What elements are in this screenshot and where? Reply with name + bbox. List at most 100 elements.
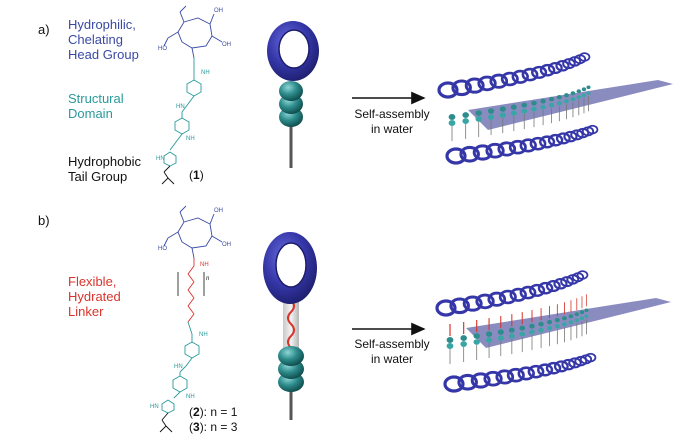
ring-a-hole	[278, 29, 310, 69]
fiber-ring	[435, 299, 457, 317]
fiber-bead	[531, 106, 537, 112]
fiber-bead	[497, 329, 504, 335]
fiber-ring	[437, 81, 459, 99]
fiber-bead	[554, 318, 560, 323]
compound-1-label: (1)	[189, 168, 204, 182]
linker-label: Flexible, Hydrated Linker	[68, 274, 121, 319]
fiber-bead	[538, 321, 544, 327]
fiber-ring	[586, 124, 599, 135]
fiber-ring	[508, 139, 527, 155]
paren-open: (	[189, 168, 193, 182]
fiber-ring	[495, 369, 515, 385]
oh-label-b2: OH	[222, 242, 231, 248]
ring-b-hole	[275, 242, 307, 288]
fiber-ring	[584, 352, 597, 363]
fiber-ring	[485, 142, 505, 159]
fiber-bead	[564, 93, 569, 98]
fiber-ring	[545, 361, 562, 375]
peg-linker	[187, 258, 195, 323]
fiber-ring	[578, 52, 591, 62]
fiber-ring	[483, 370, 503, 387]
aromatic-domain-a	[163, 58, 202, 167]
fiber-bead	[499, 106, 506, 112]
fiber-bead	[562, 316, 567, 321]
fiber-ring	[527, 364, 545, 379]
fiber-bead	[581, 87, 587, 92]
fiber-bead	[548, 102, 555, 108]
fiber-top-band	[466, 298, 671, 348]
fiber-bead	[497, 335, 504, 341]
fiber-bead	[460, 335, 467, 341]
paren-open: (	[189, 405, 193, 419]
fiber-bead	[546, 319, 553, 325]
fiber-ring	[472, 144, 493, 161]
arrow-a-label-line-1: Self-assembly	[354, 107, 430, 121]
fiber-bead	[462, 112, 469, 118]
panel-b-letter: b)	[38, 213, 50, 228]
fiber-bead	[531, 100, 537, 106]
fiber-bead	[574, 318, 580, 323]
fiber-ring	[500, 71, 519, 87]
fiber-ring	[529, 136, 547, 151]
arrow-b-label-line-1: Self-assembly	[354, 337, 430, 351]
fiber-ring	[519, 285, 537, 300]
tail-group-label: Hydrophobic Tail Group	[68, 154, 141, 184]
fiber-bead	[568, 314, 574, 319]
fiber-bead	[487, 114, 495, 120]
paren-open: (	[189, 420, 193, 434]
panel-a-letter: a)	[38, 22, 50, 37]
oh-label-b1: OH	[214, 208, 223, 214]
tail-line-1: Hydrophobic	[68, 154, 141, 169]
fiber-bead	[529, 323, 535, 329]
structure-2-3: OH OH HO NH n	[150, 205, 231, 433]
fiber-bead	[510, 104, 517, 110]
tail-a	[161, 165, 175, 185]
fiber-ring	[531, 65, 548, 79]
fiber-ring	[511, 69, 529, 84]
fiber-ring	[489, 73, 509, 89]
fiber-bead	[448, 120, 456, 126]
repeat-brackets	[177, 272, 205, 296]
fiber-ring	[547, 133, 564, 147]
compound-2-rest: ): n = 1	[199, 405, 238, 419]
fiber-ring	[539, 135, 556, 149]
fiber-bead	[510, 110, 517, 116]
bead-a1	[279, 81, 303, 101]
linker-line-1: Flexible,	[68, 274, 117, 289]
fiber-ring	[561, 358, 576, 371]
amphiphile-model-a	[267, 21, 319, 168]
arrow-b-label-line-2: in water	[370, 352, 414, 366]
hn-label-1: HN	[176, 104, 185, 110]
fiber-bead	[584, 314, 589, 319]
fiber-bead	[473, 339, 480, 345]
dota-head-a	[163, 5, 223, 59]
nh-label-b1: NH	[199, 332, 208, 338]
arrow-a-label: Self-assembly in water	[352, 107, 432, 137]
fiber-bead	[448, 114, 456, 120]
tail-b	[159, 412, 173, 433]
fiber-ring	[498, 289, 517, 305]
nanofiber-array-b	[435, 270, 671, 393]
paren-close: )	[199, 168, 204, 182]
fiber-bead	[548, 96, 555, 102]
nanofiber-array-a	[437, 52, 673, 165]
fiber-ring	[539, 63, 556, 77]
fiber-bead	[446, 343, 454, 349]
nh-red-label: NH	[200, 262, 209, 268]
compound-2-number: 2	[193, 405, 200, 419]
fiber-ring	[497, 141, 517, 157]
fiber-bead	[460, 341, 467, 347]
fiber-bead	[485, 337, 493, 343]
hn-label-b2: HN	[150, 404, 159, 410]
fiber-bead	[475, 116, 482, 122]
fiber-bead	[574, 312, 580, 317]
head-group-label: Hydrophilic, Chelating Head Group	[68, 17, 139, 62]
fiber-ring	[563, 130, 578, 143]
fiber-ring	[576, 270, 589, 280]
fiber-ring	[457, 373, 478, 391]
fiber-bead	[570, 91, 576, 96]
fiber-ring	[445, 147, 467, 165]
fiber-bead	[521, 102, 528, 108]
fiber-ring	[487, 291, 507, 307]
